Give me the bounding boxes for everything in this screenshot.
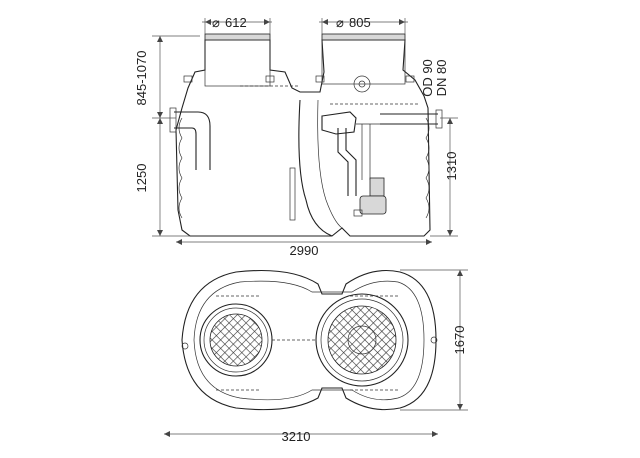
label-plan-length: 3210	[282, 429, 311, 444]
divider-wall	[298, 99, 333, 237]
side-view	[169, 33, 443, 237]
outlet-pipe	[380, 113, 438, 125]
label-outlet-cover-dia: 805	[349, 15, 371, 30]
dimension-lines-side	[152, 18, 458, 245]
dimension-labels: ⌀ 612 ⌀ 805 845-1070 1250 OD 90 DN 80 13…	[134, 15, 467, 444]
tank-body-side	[175, 39, 431, 237]
pump-icon	[369, 177, 385, 197]
tank-ribs-left	[178, 117, 183, 219]
tank-body-plan	[181, 269, 437, 411]
valve-block	[321, 111, 357, 135]
label-upper-height: 845-1070	[134, 51, 149, 106]
dia-symbol-805: ⌀	[336, 15, 344, 30]
inlet-grate	[209, 313, 263, 367]
outlet-cover	[321, 33, 406, 41]
divider-wall-inner	[317, 99, 343, 229]
inlet-cover	[204, 33, 271, 41]
dimension-lines-plan	[164, 269, 468, 437]
label-outlet-height: 1310	[444, 152, 459, 181]
outlet-manhole	[315, 293, 409, 387]
inlet-pipe	[174, 111, 211, 170]
label-pipe-od: OD 90	[420, 59, 435, 97]
label-inlet-cover-dia: 612	[225, 15, 247, 30]
plan-view	[181, 269, 438, 411]
pump-riser	[337, 128, 357, 196]
vent-icon	[353, 75, 371, 93]
outlet-shaft	[321, 39, 406, 85]
level-rod	[289, 167, 296, 221]
label-lower-height: 1250	[134, 164, 149, 193]
label-plan-width: 1670	[452, 326, 467, 355]
dia-symbol-612: ⌀	[212, 15, 220, 30]
label-pipe-dn: DN 80	[434, 60, 449, 97]
tank-rim-plan	[193, 280, 425, 401]
tank-ribs-right	[425, 117, 430, 219]
outlet-grate	[327, 305, 397, 375]
inlet-shaft	[204, 39, 271, 87]
label-side-length: 2990	[290, 243, 319, 258]
